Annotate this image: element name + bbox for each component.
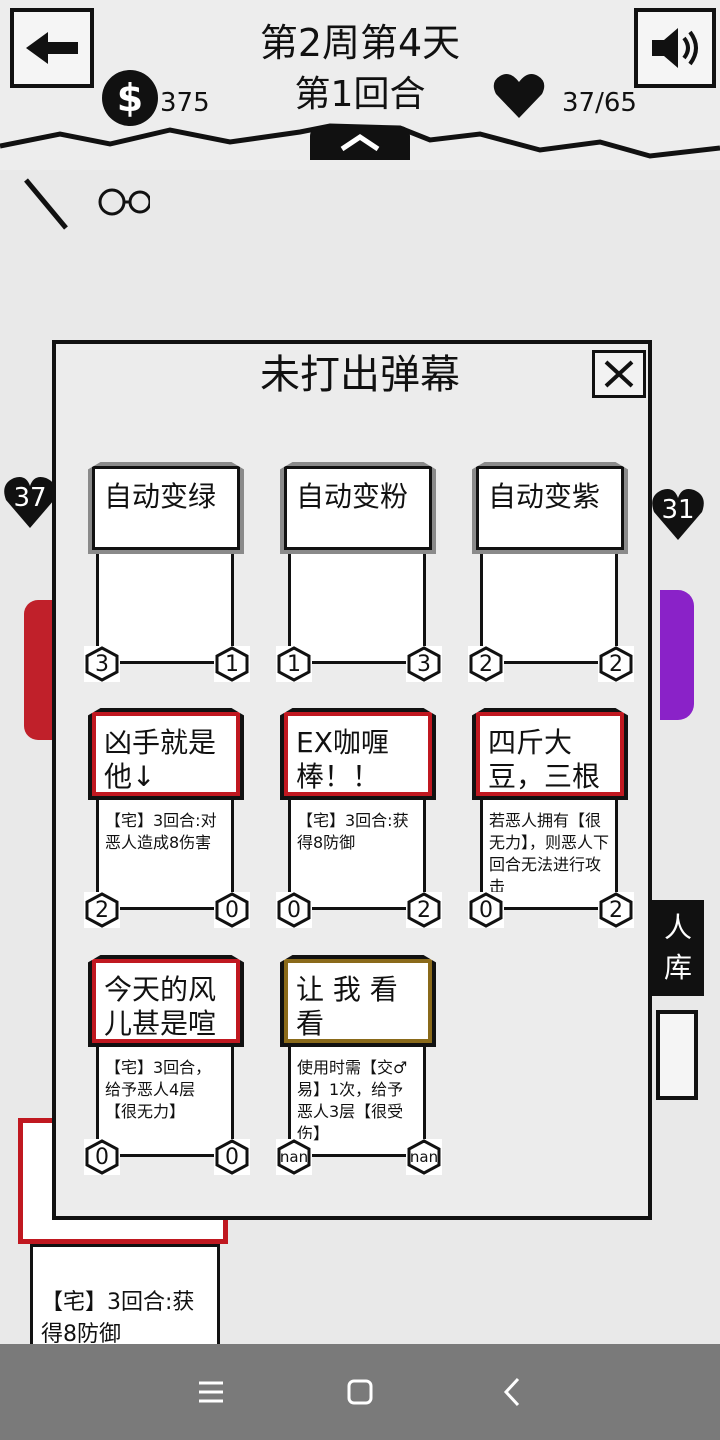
card-value-badge: 1 [214,646,250,682]
card-title: 凶手就是他↓ [88,708,244,800]
card-value: nan [409,1148,439,1166]
speaker-icon [652,28,698,68]
back-nav-icon[interactable] [500,1376,524,1408]
right-enemy-hp: 31 [661,495,695,525]
right-deck-label-2: 库 [663,951,692,984]
card-description: 【宅】3回合，给予恶人4层【很无力】 [96,1047,234,1157]
card-cost: 3 [95,651,109,677]
card-cost: 0 [287,897,301,923]
chevron-up-icon [340,133,380,152]
close-button[interactable] [592,350,646,398]
card-value: 0 [225,1144,239,1170]
card-value: 2 [609,897,623,923]
hand-card-desc: 【宅】3回合:获得8防御 [41,1290,195,1347]
card-value-badge: nan [406,1139,442,1175]
card-description [480,554,618,664]
card-value-badge: 0 [214,892,250,928]
card-value: 2 [417,897,431,923]
right-enemy-hp-badge: 31 [648,482,708,542]
card-value: 1 [225,651,239,677]
gold-icon: $ [102,70,158,126]
danmaku-card[interactable]: 自动变粉 1 3 [276,462,442,682]
danmaku-card[interactable]: 自动变紫 2 2 [468,462,634,682]
expand-tab[interactable] [310,126,410,160]
card-cost: 2 [95,897,109,923]
back-button[interactable] [10,8,94,88]
card-cost-badge: 2 [84,892,120,928]
card-title: 自动变绿 [88,462,244,554]
card-description [288,554,426,664]
card-title: 让 我 看 看 [280,955,436,1047]
card-cost-badge: 3 [84,646,120,682]
card-value-badge: 2 [598,646,634,682]
danmaku-card[interactable]: 让 我 看 看使用时需【交♂易】1次，给予恶人3层【很受伤】nan nan [276,955,442,1175]
card-cost-badge: 0 [468,892,504,928]
card-cost-badge: 2 [468,646,504,682]
danmaku-card[interactable]: 自动变绿 3 1 [84,462,250,682]
gold-amount: 375 [160,88,210,118]
card-value-badge: 2 [598,892,634,928]
card-cost-badge: 0 [276,892,312,928]
panel-title: 未打出弹幕 [260,352,460,398]
system-nav-bar [0,1344,720,1440]
card-cost-badge: nan [276,1139,312,1175]
card-value-badge: 2 [406,892,442,928]
right-side-box [656,1010,698,1100]
card-description: 使用时需【交♂易】1次，给予恶人3层【很受伤】 [288,1047,426,1157]
card-description: 【宅】3回合:获得8防御 [288,800,426,910]
left-enemy-figure [24,600,54,740]
card-cost: 2 [479,651,493,677]
card-description [96,554,234,664]
card-cost-badge: 0 [84,1139,120,1175]
broom-and-glasses [24,178,150,230]
left-enemy-hp-badge: 37 [0,470,60,530]
card-value: 3 [417,651,431,677]
card-title: 四斤大豆，三根皮带 [472,708,628,800]
card-value-badge: 3 [406,646,442,682]
close-icon [604,360,634,388]
card-value-badge: 0 [214,1139,250,1175]
menu-icon[interactable] [196,1378,226,1406]
right-enemy-figure [660,590,694,720]
card-description: 【宅】3回合:对恶人造成8伤害 [96,800,234,910]
card-description: 若恶人拥有【很无力】，则恶人下回合无法进行攻击 [480,800,618,910]
left-enemy-hp: 37 [13,483,47,513]
heart-icon [493,74,545,118]
round-label: 第1回合 [294,74,426,115]
sound-button[interactable] [634,8,716,88]
card-cost: 1 [287,651,301,677]
card-title: 自动变粉 [280,462,436,554]
date-label: 第2周第4天 [259,21,461,65]
card-title: EX咖喱棒！！ [280,708,436,800]
card-cost: 0 [479,897,493,923]
card-title: 今天的风儿甚是喧嚣啊 [88,955,244,1047]
player-hp: 37/65 [562,88,637,118]
card-title: 自动变紫 [472,462,628,554]
arrow-left-icon [26,32,78,64]
right-deck-box[interactable]: 人 库 [652,900,704,996]
card-value: 0 [225,897,239,923]
home-icon[interactable] [346,1378,374,1406]
danmaku-card[interactable]: 今天的风儿甚是喧嚣啊【宅】3回合，给予恶人4层【很无力】0 0 [84,955,250,1175]
card-cost: 0 [95,1144,109,1170]
card-cost-badge: 1 [276,646,312,682]
card-cost: nan [279,1148,309,1166]
right-deck-label-1: 人 [663,911,692,944]
card-value: 2 [609,651,623,677]
